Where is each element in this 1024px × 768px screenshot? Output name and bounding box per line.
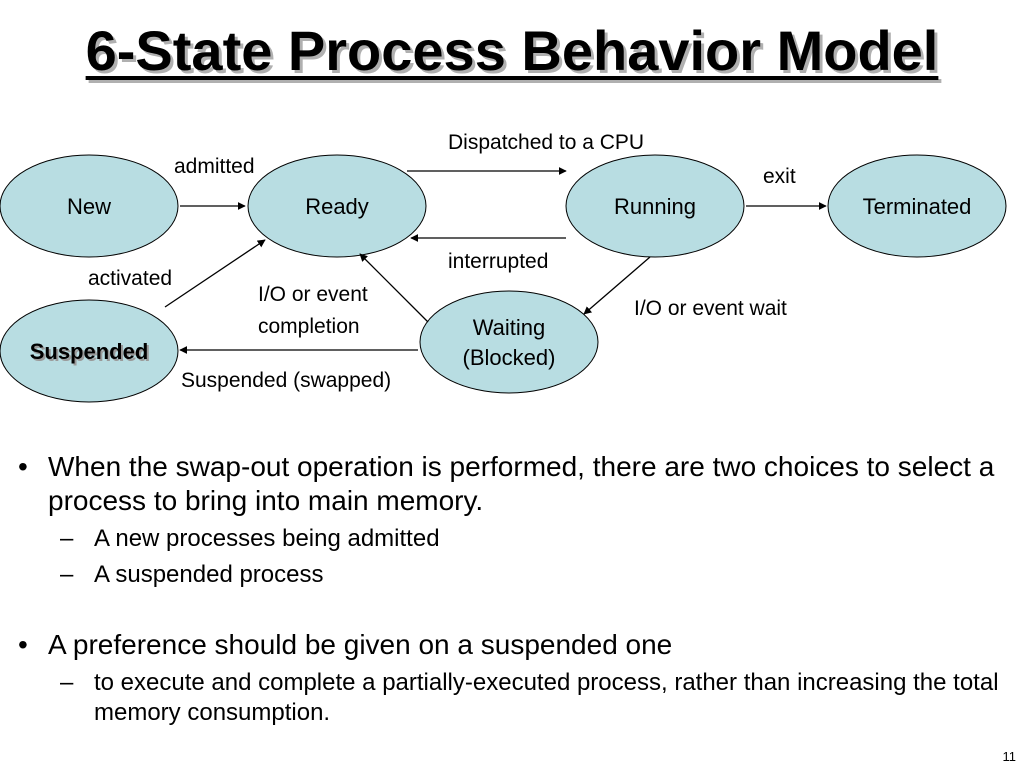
bullet-dot: •	[18, 629, 28, 660]
arrow-waiting-to-ready	[359, 253, 429, 323]
state-new-shape	[0, 154, 179, 258]
sub-bullet-text: A new processes being admitted	[94, 525, 440, 552]
arrow-suspended-to-ready	[164, 239, 266, 308]
label-admitted: admitted	[174, 155, 255, 178]
sub-bullet-dash: –	[60, 669, 74, 696]
state-ready-shape	[247, 154, 427, 258]
label-suspended-swapped: Suspended (swapped)	[181, 369, 391, 392]
bullet-item: • When the swap-out operation is perform…	[18, 450, 1008, 518]
state-new: New	[0, 154, 179, 258]
arrow-running-to-waiting	[583, 256, 651, 315]
sub-bullet-item: – A suspended process	[18, 560, 1008, 590]
state-suspended-label: Suspended	[30, 339, 149, 364]
state-running: Running	[565, 154, 745, 258]
state-ready: Ready	[247, 154, 427, 258]
state-suspended-label-shadow: Suspended	[32, 341, 151, 366]
bullet-dot: •	[18, 451, 28, 482]
state-waiting-label-line1: Waiting	[473, 315, 546, 340]
sub-bullet-item: – to execute and complete a partially-ex…	[18, 668, 1008, 728]
sub-bullet-dash: –	[60, 525, 74, 552]
sub-bullet-text: to execute and complete a partially-exec…	[94, 669, 999, 726]
state-terminated-shape	[827, 154, 1007, 258]
state-waiting-shape	[419, 290, 599, 394]
sub-bullet-item: – A new processes being admitted	[18, 524, 1008, 554]
state-terminated: Terminated	[827, 154, 1007, 258]
label-dispatched: Dispatched to a CPU	[448, 131, 644, 154]
state-running-shape	[565, 154, 745, 258]
state-terminated-label: Terminated	[863, 194, 972, 219]
label-interrupted: interrupted	[448, 250, 548, 273]
bullet-list: • When the swap-out operation is perform…	[18, 450, 1008, 728]
sub-bullet-dash: –	[60, 561, 74, 588]
label-activated: activated	[88, 267, 172, 290]
process-state-diagram: New Ready Running Terminated Suspended S…	[0, 131, 1007, 403]
state-suspended: Suspended Suspended	[0, 299, 179, 403]
label-io-completion-line2: completion	[258, 315, 360, 338]
page-number: 11	[1002, 749, 1017, 764]
bullet-text: When the swap-out operation is performed…	[48, 451, 995, 516]
state-running-label: Running	[614, 194, 696, 219]
bullet-text: A preference should be given on a suspen…	[48, 629, 673, 660]
label-exit: exit	[763, 165, 796, 188]
state-waiting: Waiting (Blocked)	[419, 290, 599, 394]
state-waiting-label-line2: (Blocked)	[463, 345, 556, 370]
slide-title: 6-State Process Behavior Model	[85, 19, 939, 82]
state-suspended-shape	[0, 299, 179, 403]
bullet-item: • A preference should be given on a susp…	[18, 628, 1008, 662]
state-new-label: New	[67, 194, 111, 219]
label-io-completion-line1: I/O or event	[258, 283, 368, 306]
sub-bullet-text: A suspended process	[94, 561, 324, 588]
label-io-wait: I/O or event wait	[634, 297, 787, 320]
state-ready-label: Ready	[305, 194, 369, 219]
